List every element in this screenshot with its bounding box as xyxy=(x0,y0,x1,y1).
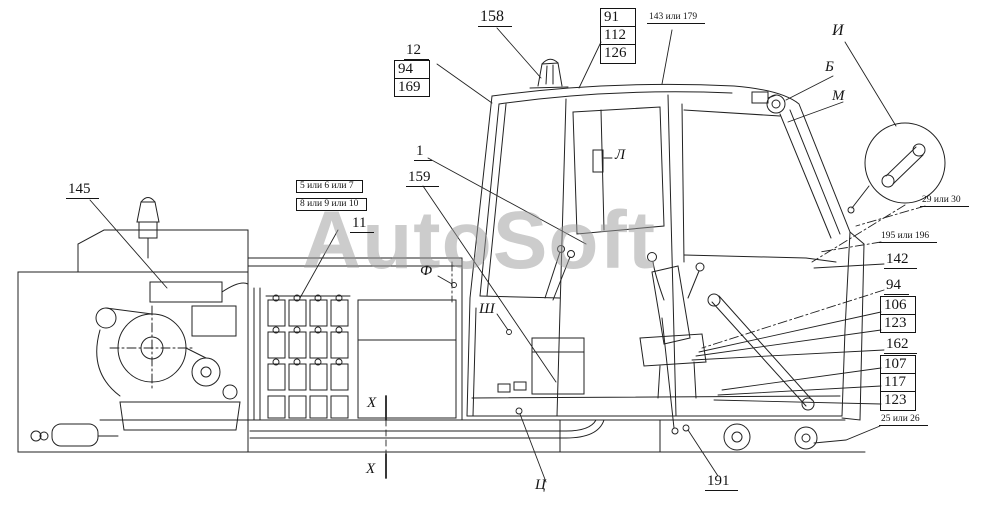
callout-123-b: 123 xyxy=(884,392,907,409)
callout-94-top: 94 xyxy=(395,61,429,80)
callout-letter-sh: Ш xyxy=(479,301,495,317)
callout-1: 1 xyxy=(414,143,432,162)
callout-107: 107 xyxy=(881,356,915,375)
cab xyxy=(466,58,851,417)
callout-letter-x-bottom: Х xyxy=(366,461,376,477)
frame-midsection xyxy=(249,299,605,439)
callout-letter-f: Ф xyxy=(420,263,433,279)
callout-169: 169 xyxy=(398,79,421,96)
callout-group-107-117-123: 107 117 123 xyxy=(880,355,916,411)
callout-group-8-9-10: 8 или 9 или 10 xyxy=(296,198,368,212)
callout-11: 11 xyxy=(350,215,375,234)
callout-106: 106 xyxy=(881,297,915,316)
leader-lines xyxy=(89,27,926,483)
callout-123-a: 123 xyxy=(884,315,907,332)
callout-142: 142 xyxy=(884,251,917,270)
callout-159: 159 xyxy=(406,169,439,188)
callout-group-5-6-7: 5 или 6 или 7 xyxy=(296,180,363,194)
engine-compartment xyxy=(17,197,261,453)
callout-91: 91 xyxy=(601,9,635,28)
callout-5-6-7: 5 или 6 или 7 xyxy=(300,181,354,191)
callout-letter-m: М xyxy=(832,88,845,104)
watermark: AutoSoft xyxy=(302,195,657,286)
callout-25-26: 25 или 26 xyxy=(879,414,928,427)
callout-group-91-112-126: 91 112 126 xyxy=(600,8,636,64)
callout-162: 162 xyxy=(884,336,917,355)
callout-letter-ts: Ц xyxy=(535,477,546,493)
callout-group-94-169: 94 169 xyxy=(394,60,430,98)
callout-29-30: 29 или 30 xyxy=(920,195,969,208)
callout-158: 158 xyxy=(478,8,512,28)
callout-letter-i: И xyxy=(832,22,844,39)
callout-117: 117 xyxy=(881,374,915,393)
callout-8-9-10: 8 или 9 или 10 xyxy=(300,199,359,209)
callout-145: 145 xyxy=(66,181,99,200)
callout-letter-l: Л xyxy=(615,147,626,163)
callout-letter-x-top: Х xyxy=(367,395,377,411)
callout-94-right: 94 xyxy=(884,277,909,296)
rear-carriage xyxy=(661,231,865,451)
callout-195-196: 195 или 196 xyxy=(879,231,938,244)
callout-letter-b: Б xyxy=(825,59,834,75)
detail-view-circle xyxy=(847,122,946,214)
callout-126: 126 xyxy=(604,45,627,62)
callout-group-106-123: 106 123 xyxy=(880,296,916,334)
callout-191: 191 xyxy=(705,473,738,492)
hydraulic-valve-block xyxy=(265,294,351,419)
callout-143-179: 143 или 179 xyxy=(647,12,706,25)
callout-12: 12 xyxy=(404,42,429,61)
callout-112: 112 xyxy=(601,27,635,46)
